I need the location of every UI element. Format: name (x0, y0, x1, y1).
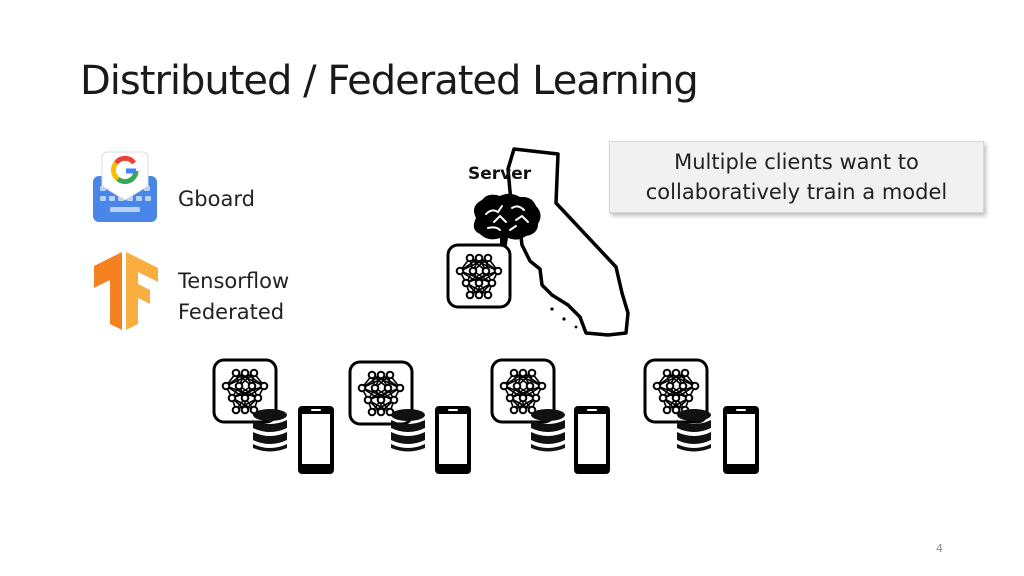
tensorflow-icon (94, 252, 158, 330)
database-icon (676, 408, 712, 454)
gboard-icon (93, 151, 157, 222)
tensorflow-label-line1: Tensorflow (178, 269, 290, 293)
callout-line2: collaboratively train a model (645, 180, 948, 204)
database-icon (252, 408, 288, 454)
server-label: Server (468, 164, 532, 184)
callout-line1: Multiple clients want to (674, 150, 919, 174)
phone-icon (434, 405, 472, 475)
phone-icon (573, 405, 611, 475)
callout-box: Multiple clients want to collaboratively… (609, 141, 984, 213)
tensorflow-label-line2: Federated (178, 300, 285, 324)
database-icon (530, 408, 566, 454)
slide-title: Distributed / Federated Learning (80, 58, 699, 104)
page-number: 4 (936, 542, 943, 555)
phone-icon (297, 405, 335, 475)
phone-icon (722, 405, 760, 475)
server-neural-network-icon (446, 243, 512, 309)
brain-icon (473, 193, 541, 250)
gboard-label: Gboard (178, 187, 255, 211)
database-icon (390, 408, 426, 454)
